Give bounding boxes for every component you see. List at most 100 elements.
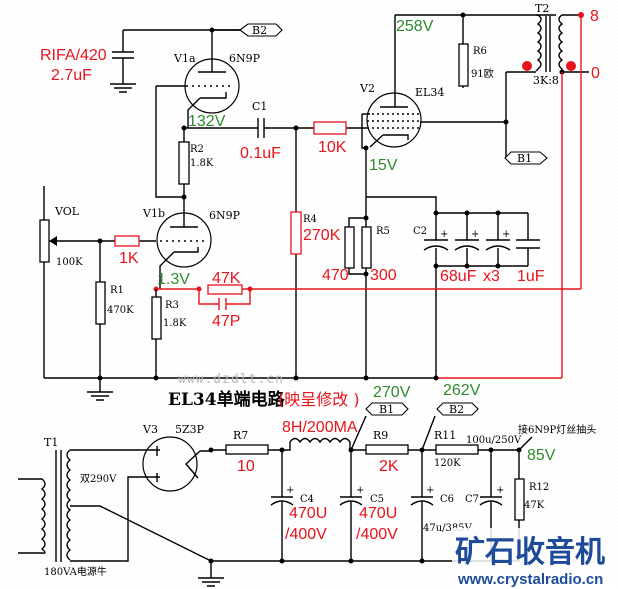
t1-ref: T1 [44,436,58,449]
capacitor-c1 [257,118,265,138]
r4-value: 270K [303,227,341,244]
r-fb-value: 47K [212,270,241,287]
t2-tap-8: 8 [590,8,599,25]
v1a-cathode-voltage: 132V [188,113,226,130]
power-transformer-t1 [18,449,212,562]
v2-tube [361,15,506,149]
resistor-r3 [151,289,162,378]
choke-inductor [282,437,351,451]
resistor-r4 [290,211,302,255]
t2-tap-0: 0 [591,65,600,82]
resistor-r11 [435,444,479,455]
c1-ref: C1 [252,100,267,113]
resistor-r6 [458,15,469,88]
r9-value: 2K [379,458,399,475]
v3-ref: V3 [142,423,158,436]
svg-text:+: + [440,229,448,240]
ground-symbol-bottom [198,561,224,587]
r9-ref: R9 [373,429,388,442]
r2-ref: R2 [190,144,204,155]
rifa-value: 2.7uF [51,67,92,84]
watermark: www.dzdlt.cn [178,372,284,387]
t2-ref: T2 [535,2,549,15]
c6-value: 47u/385V [423,523,473,534]
v3-type: 5Z3P [175,423,205,436]
rectifier-v3 [142,436,212,492]
c5-value: 470U [359,505,397,522]
v1b-ref: V1b [142,207,165,220]
c1-value: 0.1uF [240,145,281,162]
c4-rating: /400V [285,526,327,543]
b1-tag-bottom [365,402,409,416]
capacitor-c5: + [339,450,364,561]
r1-value: 470K [107,305,134,316]
v2-plate-voltage: 258V [396,18,434,35]
r2-value: 1.8K [190,158,214,169]
v1a-type: 6N9P [229,52,261,65]
t1-rating: 180VA电源牛 [44,565,107,578]
v1b-cathode-voltage: 1.3V [157,271,190,288]
rifa-label: RIFA/420 [40,47,107,64]
b1-tag-mid-label: B1 [517,152,532,165]
resistor-r1 [95,241,106,378]
r7-ref: R7 [233,429,248,442]
c2-film-value: 1uF [517,268,545,285]
svg-text:+: + [356,485,364,496]
c2-ref: C2 [413,226,427,237]
r-grid-value: 10K [318,139,347,156]
capacitor-c6: + [410,450,434,561]
capacitor-c7: + [479,450,504,561]
b1-tag-bottom-label: B1 [379,403,394,416]
diagram-title: EL34单端电路 [168,389,286,410]
r7-value: 10 [237,458,255,475]
b2-tag-top [212,23,283,37]
c5-rating: /400V [356,526,398,543]
v1b-tube [156,197,212,289]
output-transformer-t2 [535,14,589,73]
resistor-r9 [365,444,409,455]
vol-ref: VOL [54,205,80,218]
c6-ref: C6 [440,494,454,505]
filament-tap-voltage: 85V [527,447,556,464]
c2-count: x3 [483,268,500,285]
resistor-r2 [178,128,190,198]
vol-value: 100K [56,257,83,268]
b2-tag-bottom [436,402,479,416]
svg-text:+: + [471,229,479,240]
v1a-ref: V1a [173,52,196,65]
r5-value-a: 470 [322,267,349,284]
c7-value: 100u/250V [466,435,522,446]
r11-ref: R11 [434,429,456,442]
r4-ref: R4 [303,214,317,225]
resistor-1k [114,235,140,247]
t1-secondary: 双290V [80,473,117,485]
filament-note: 接6N9P灯丝抽头 [518,423,596,436]
r5-value-b: 300 [370,267,397,284]
c-fb-value: 47P [212,313,240,330]
r12-value: 47K [524,500,545,511]
r11-value: 120K [434,458,461,469]
svg-text:+: + [502,229,510,240]
svg-text:+: + [496,485,504,496]
r1-ref: R1 [110,285,124,296]
r5-ref: R5 [376,226,390,237]
t2-ratio: 3K:8 [533,74,559,87]
c4-value: 470U [289,505,327,522]
choke-value: 8H/200MA [282,419,358,436]
b2-tag-bottom-label: B2 [449,403,464,416]
b2-tag-label: B2 [252,24,267,37]
resistor-10k [313,121,347,135]
svg-text:+: + [426,485,434,496]
c4-ref: C4 [300,494,314,505]
r6-value: 91欧 [471,68,494,80]
diagram-title-note: (映呈修改 ) [278,390,360,409]
c5-ref: C5 [370,494,384,505]
v2-ref: V2 [359,82,375,95]
r6-ref: R6 [473,46,487,57]
b2-voltage: 262V [443,382,481,399]
r12-ref: R12 [529,482,549,493]
c7-ref: C7 [465,494,479,505]
r-in-value: 1K [119,250,139,267]
